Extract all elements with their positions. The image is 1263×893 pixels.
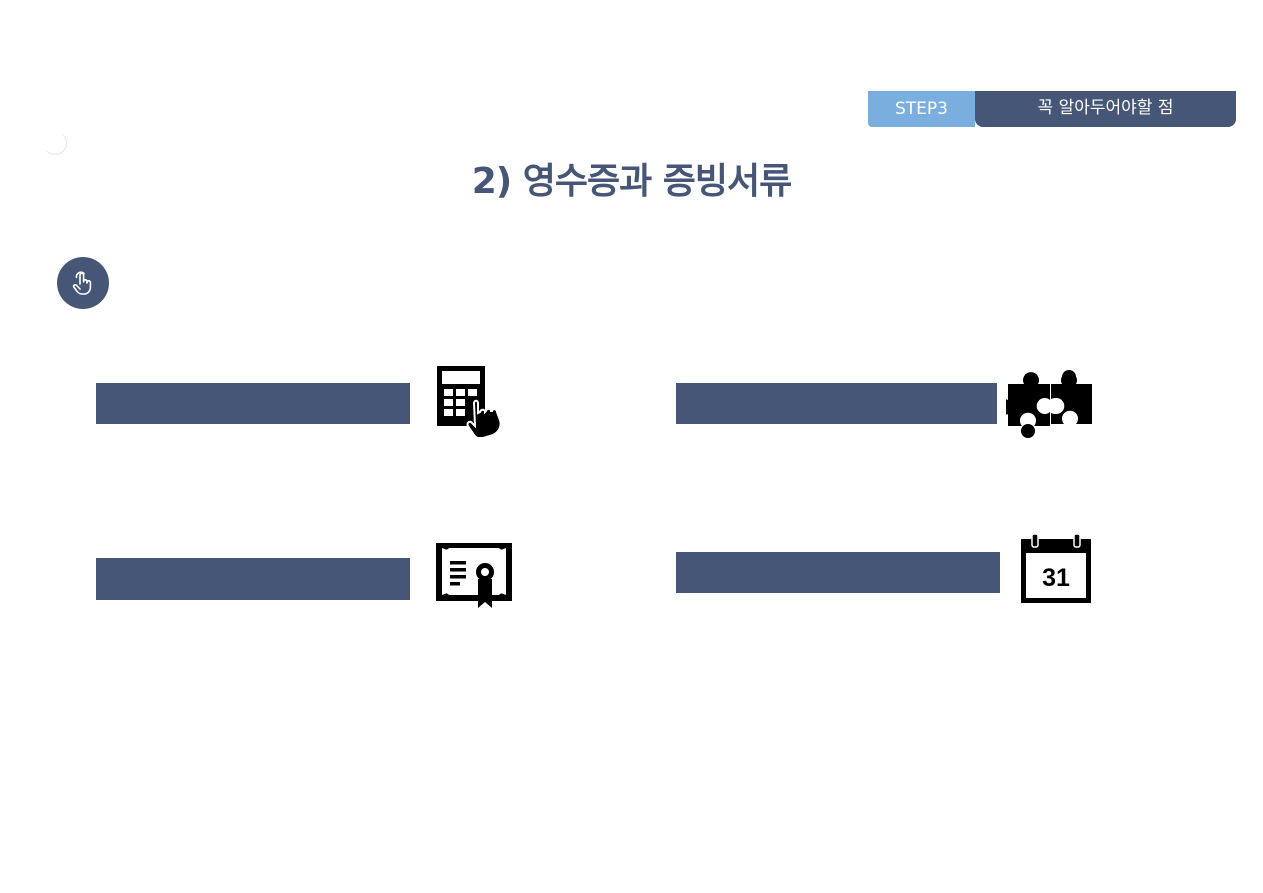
calendar-icon: 31 (1020, 533, 1092, 605)
card-bar-4 (676, 552, 1000, 593)
calculator-touch-icon (437, 366, 502, 437)
calendar-day-number: 31 (1042, 564, 1070, 592)
decorative-arc (43, 131, 67, 155)
step-tab: STEP3 (868, 91, 975, 127)
puzzle-icon (1006, 370, 1092, 438)
hand-pointer-button[interactable] (57, 257, 109, 309)
card-bar-2 (676, 383, 997, 424)
page-title: 2) 영수증과 증빙서류 (471, 161, 793, 202)
card-bar-1 (96, 383, 410, 424)
card-bar-3 (96, 558, 410, 600)
section-title-tab: 꼭 알아두어야할 점 (975, 91, 1236, 127)
hand-pointer-icon (72, 271, 92, 295)
certificate-icon (436, 543, 512, 608)
